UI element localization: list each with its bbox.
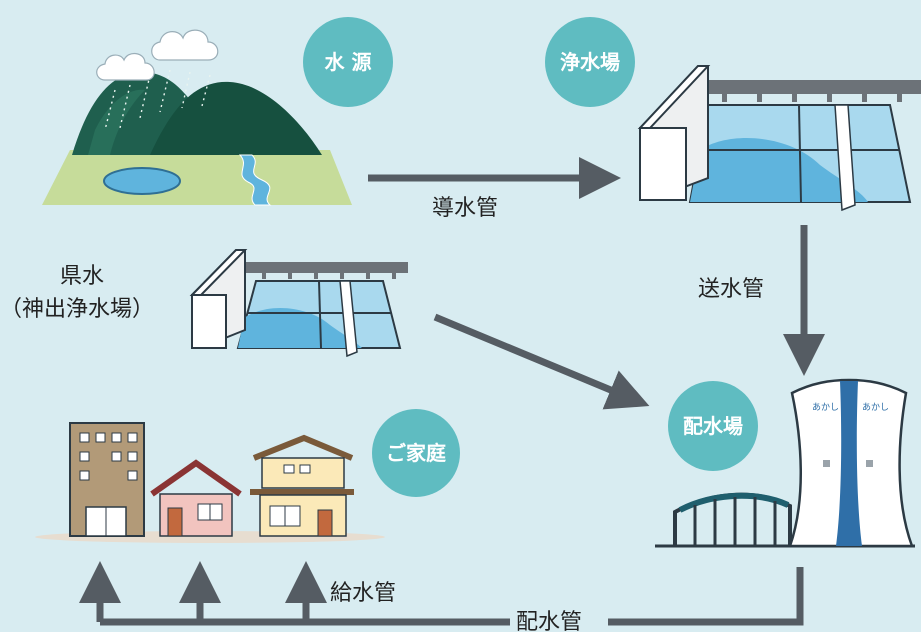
- tower-label-right: あかし: [862, 402, 889, 413]
- transmission-pipe-label: 送水管: [698, 277, 764, 302]
- purification-plant-badge: 浄水場: [545, 17, 635, 107]
- distribution-station-illustration: [655, 378, 915, 548]
- apartment-building-icon: [69, 422, 145, 537]
- homes-label: ご家庭: [386, 441, 446, 465]
- distribution-label-backdrop: [510, 605, 608, 632]
- prefectural-water-sublabel: （神出浄水場）: [0, 297, 154, 322]
- prefectural-plant-icon: [189, 249, 408, 358]
- purification-plant-label: 浄水場: [560, 50, 620, 74]
- tower-label-left: あかし: [812, 402, 839, 413]
- purification-plant-icon: [637, 65, 921, 212]
- pond-shape: [103, 167, 181, 195]
- cloud-icon: [96, 29, 219, 81]
- distribution-pipe-label: 配水管: [516, 610, 582, 632]
- prefectural-pipe-arrow: [433, 313, 650, 410]
- bridge-icon: [673, 492, 792, 546]
- service-pipe-label: 給水管: [330, 581, 396, 606]
- homes-badge: ご家庭: [372, 409, 460, 497]
- rain-icon: [104, 69, 211, 131]
- mountain-icon: [72, 71, 322, 155]
- river-shape: [238, 154, 272, 206]
- water-source-label: 水 源: [325, 50, 372, 74]
- pipe-arrows: [79, 157, 825, 626]
- distribution-station-label: 配水場: [683, 414, 743, 438]
- house-icon: [250, 434, 354, 537]
- ground-shape: [42, 150, 352, 205]
- house-icon: [150, 459, 242, 537]
- prefectural-water-label: 県水: [60, 264, 104, 289]
- water-tower-icon: [788, 378, 914, 548]
- water-source-illustration: [42, 29, 352, 206]
- homes-illustration: [35, 422, 385, 543]
- conveyance-pipe-label: 導水管: [432, 196, 498, 221]
- water-source-badge: 水 源: [303, 17, 393, 107]
- distribution-station-badge: 配水場: [668, 381, 758, 471]
- distribution-pipe-line: [100, 567, 804, 626]
